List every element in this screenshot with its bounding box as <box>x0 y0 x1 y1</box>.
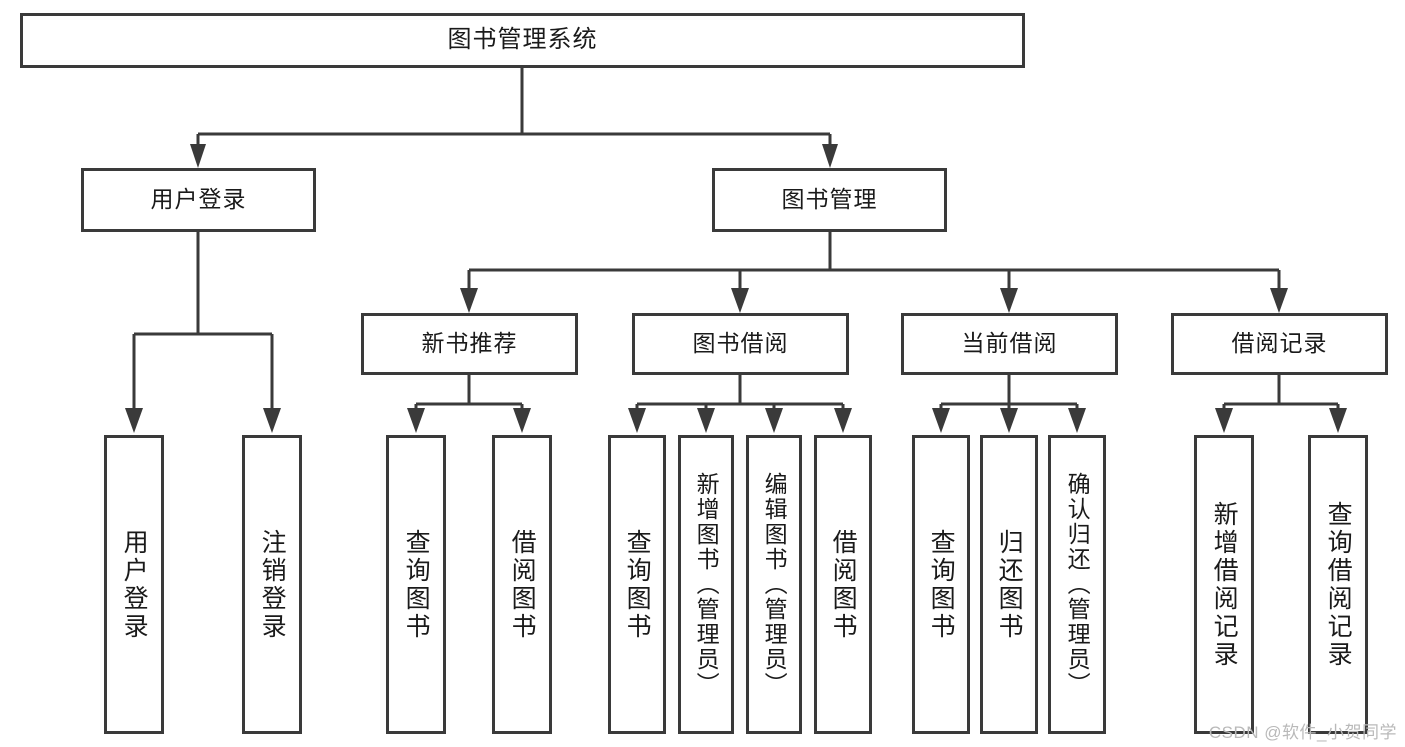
node-label: 用户登录 <box>120 528 149 641</box>
arrow-userlogin-leaf2 <box>263 408 281 433</box>
arrow-current-leaf1 <box>932 408 950 433</box>
node-current-borrowing[interactable]: 当前借阅 <box>901 313 1118 375</box>
leaf-query-book-newbook[interactable]: 查询图书 <box>386 435 446 734</box>
node-book-borrowing[interactable]: 图书借阅 <box>632 313 849 375</box>
leaf-return-book[interactable]: 归还图书 <box>980 435 1038 734</box>
arrow-record-leaf1 <box>1215 408 1233 433</box>
leaf-logout[interactable]: 注销登录 <box>242 435 302 734</box>
leaf-borrow-book-borrow[interactable]: 借阅图书 <box>814 435 872 734</box>
leaf-edit-book-admin[interactable]: 编辑图书（管理员） <box>746 435 802 734</box>
arrow-borrow-leaf3 <box>765 408 783 433</box>
node-label: 查询图书 <box>927 528 956 641</box>
arrow-borrow-leaf2 <box>697 408 715 433</box>
node-label: 图书管理系统 <box>447 26 598 54</box>
leaf-query-borrow-record[interactable]: 查询借阅记录 <box>1308 435 1368 734</box>
arrow-current-leaf3 <box>1068 408 1086 433</box>
node-label: 新书推荐 <box>421 330 518 357</box>
leaf-borrow-book-newbook[interactable]: 借阅图书 <box>492 435 552 734</box>
node-borrowing-record[interactable]: 借阅记录 <box>1171 313 1388 375</box>
csdn-watermark: CSDN @软件_小贺同学 <box>1208 723 1397 742</box>
node-label: 新增借阅记录 <box>1210 500 1239 669</box>
leaf-add-book-admin[interactable]: 新增图书（管理员） <box>678 435 734 734</box>
arrow-borrow-leaf1 <box>628 408 646 433</box>
arrow-userlogin-leaf1 <box>125 408 143 433</box>
node-label: 注销登录 <box>258 528 287 641</box>
arrow-borrow-leaf4 <box>834 408 852 433</box>
arrow-newbook-leaf2 <box>513 408 531 433</box>
leaf-confirm-return-admin[interactable]: 确认归还（管理员） <box>1048 435 1106 734</box>
arrow-root-to-bookmgmt <box>822 144 838 168</box>
node-book-management[interactable]: 图书管理 <box>712 168 947 232</box>
node-label: 查询借阅记录 <box>1324 500 1353 669</box>
node-label: 图书管理 <box>781 186 878 213</box>
leaf-user-login[interactable]: 用户登录 <box>104 435 164 734</box>
node-user-login[interactable]: 用户登录 <box>81 168 316 232</box>
arrow-bookmgmt-to-l3c <box>1000 288 1018 313</box>
arrow-bookmgmt-to-l3d <box>1270 288 1288 313</box>
node-label: 用户登录 <box>150 186 247 213</box>
node-label: 查询图书 <box>623 528 652 641</box>
node-label: 当前借阅 <box>961 330 1058 357</box>
arrow-bookmgmt-to-l3b <box>731 288 749 313</box>
arrow-newbook-leaf1 <box>407 408 425 433</box>
node-label: 借阅图书 <box>508 528 537 641</box>
node-label: 确认归还（管理员） <box>1064 472 1091 697</box>
node-label: 归还图书 <box>995 528 1024 641</box>
leaf-query-book-current[interactable]: 查询图书 <box>912 435 970 734</box>
node-root-library-management-system[interactable]: 图书管理系统 <box>20 13 1025 68</box>
node-label: 借阅图书 <box>829 528 858 641</box>
leaf-add-borrow-record[interactable]: 新增借阅记录 <box>1194 435 1254 734</box>
leaf-query-book-borrow[interactable]: 查询图书 <box>608 435 666 734</box>
arrow-record-leaf2 <box>1329 408 1347 433</box>
node-label: 借阅记录 <box>1231 330 1328 357</box>
node-label: 新增图书（管理员） <box>693 472 720 697</box>
node-label: 编辑图书（管理员） <box>761 472 788 697</box>
arrow-bookmgmt-to-l3a <box>460 288 478 313</box>
node-label: 图书借阅 <box>692 330 789 357</box>
node-label: 查询图书 <box>402 528 431 641</box>
arrow-current-leaf2 <box>1000 408 1018 433</box>
node-new-book-recommendation[interactable]: 新书推荐 <box>361 313 578 375</box>
arrow-root-to-userlogin <box>190 144 206 168</box>
